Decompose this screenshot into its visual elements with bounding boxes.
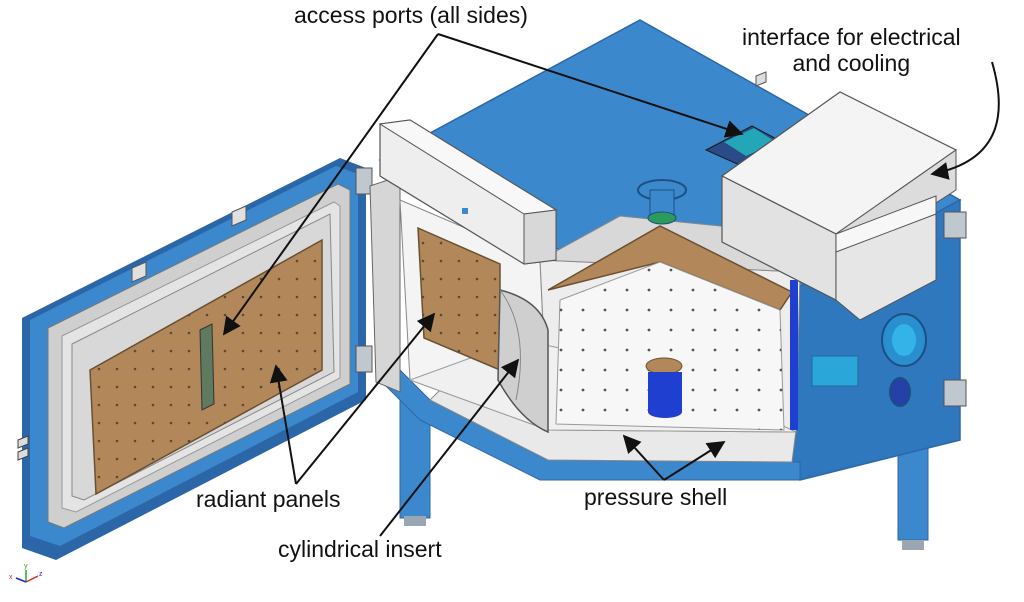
arrow-access-door	[222, 33, 439, 336]
arrow-pressure-right	[663, 441, 726, 481]
arrow-pressure-left	[622, 434, 665, 481]
interface-box	[720, 91, 958, 321]
arrow-cylindrical	[379, 358, 520, 537]
axis-label-y: y	[24, 563, 28, 570]
front-top-box	[378, 119, 558, 265]
axis-triad: x y z	[9, 563, 43, 583]
chamber-door	[17, 158, 373, 560]
hinge	[355, 345, 373, 373]
label-radiant-panels: radiant panels	[196, 486, 341, 512]
arrow-radiant-door	[269, 364, 297, 485]
axis-label-x: x	[9, 574, 13, 581]
label-cylindrical-insert: cylindrical insert	[278, 536, 442, 562]
axis-label-z: z	[39, 571, 43, 578]
label-pressure-shell: pressure shell	[584, 484, 728, 510]
callout-arrows	[222, 33, 1000, 537]
label-interface-line2: and cooling	[792, 50, 911, 76]
cylindrical-insert	[497, 289, 549, 434]
hinge	[355, 167, 373, 195]
side-port-small	[889, 377, 911, 407]
arrow-interface	[930, 61, 1000, 180]
bottom-flange	[645, 357, 683, 375]
arrow-access-top	[437, 33, 744, 138]
label-interface-line1: interface for electrical	[742, 24, 961, 50]
label-interface: interface for electrical and cooling	[742, 24, 961, 76]
arrow-radiant-side	[295, 312, 436, 485]
top-radiant-panel	[547, 225, 794, 311]
hinge	[943, 211, 967, 239]
door-access-port	[199, 323, 215, 411]
hinge	[943, 379, 967, 407]
label-access-ports: access ports (all sides)	[294, 2, 528, 28]
